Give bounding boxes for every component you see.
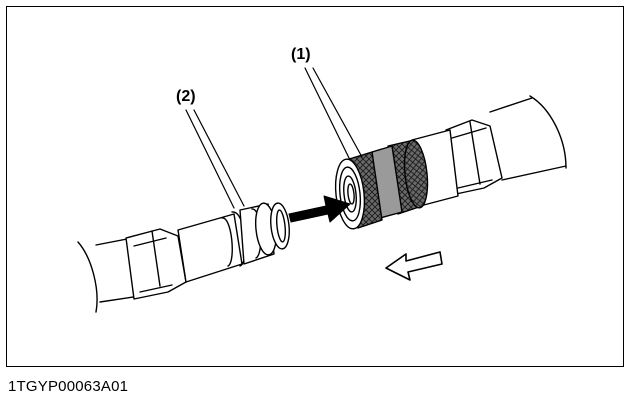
- sleeve-slide-arrow: [385, 251, 443, 281]
- figure-id-label: 1TGYP00063A01: [8, 378, 129, 395]
- callout-label-1: (1): [291, 46, 311, 63]
- callout-1-leader: [304, 67, 363, 161]
- insert-direction-arrow: [288, 195, 351, 223]
- male-plug-body: [177, 211, 247, 283]
- male-plug-tip: [239, 202, 290, 265]
- figure-frame: [6, 6, 624, 367]
- callout-2-leader: [185, 109, 245, 209]
- callout-label-2: (2): [176, 88, 196, 105]
- right-hex-nut: [445, 119, 503, 195]
- left-hex-nut: [125, 228, 187, 300]
- right-hose: [489, 95, 567, 181]
